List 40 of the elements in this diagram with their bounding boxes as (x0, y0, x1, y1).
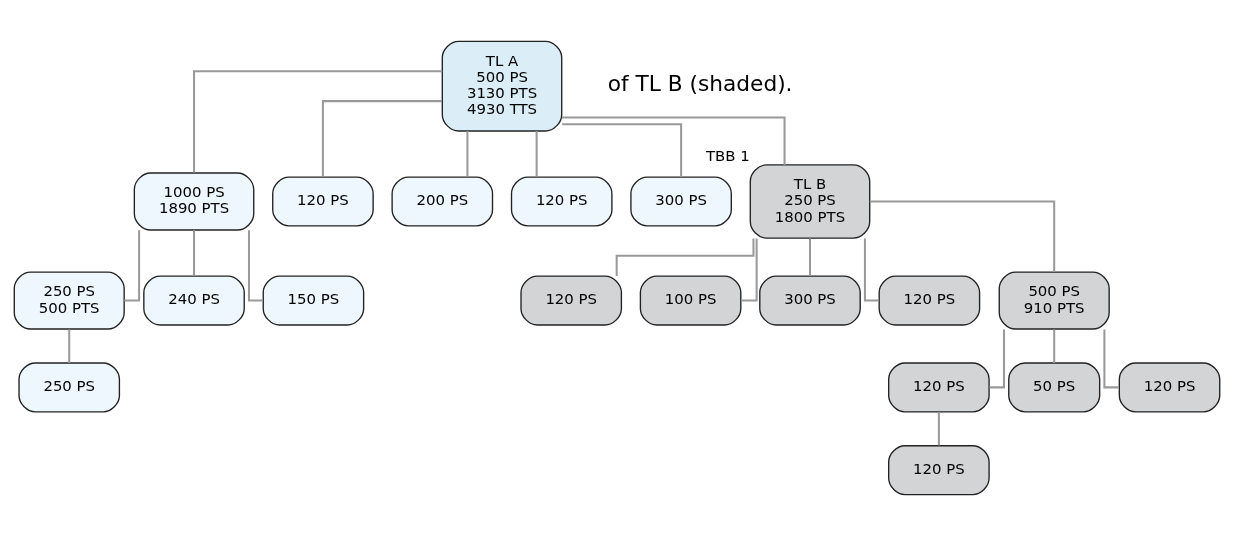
node-box: 200 PS (391, 176, 494, 227)
connector (1103, 329, 1119, 389)
connector (863, 238, 879, 302)
node-box: 240 PS (143, 275, 245, 326)
node-box: 300 PS (630, 176, 732, 227)
connector (615, 238, 755, 277)
node-box: 300 PS (759, 275, 861, 326)
node-box: 250 PS (18, 362, 121, 413)
connector (68, 329, 71, 363)
node-box: 120 PS (888, 445, 990, 496)
node-box: 50 PS (1008, 362, 1101, 413)
node-box: 120 PS (510, 176, 613, 227)
node-box: 100 PS (639, 275, 742, 326)
node-box: 120 PS (1118, 362, 1221, 413)
node-box: 120 PS (520, 275, 623, 326)
connector (1053, 329, 1056, 363)
connector (561, 116, 786, 165)
connector (808, 238, 811, 276)
connector (989, 329, 1006, 389)
connector (193, 230, 196, 276)
node-box: TL A 500 PS 3130 PTS 4930 TTS (441, 40, 563, 132)
node-box: TL B 250 PS 1800 PTS (749, 164, 871, 239)
connector (247, 230, 263, 302)
connector (321, 100, 442, 177)
node-box: 500 PS 910 PTS (998, 271, 1110, 330)
node-box: 1000 PS 1890 PTS (133, 172, 255, 231)
node-box: 250 PS 500 PTS (13, 271, 125, 330)
node-box: 120 PS (888, 362, 990, 413)
node-box: 120 PS (878, 275, 981, 326)
label: of TL B (shaded). (607, 71, 793, 97)
node-box: 120 PS (272, 176, 374, 227)
node-label: TBB 1 (706, 146, 750, 165)
connector (466, 131, 469, 177)
connector (937, 412, 940, 446)
connector (193, 70, 443, 173)
connector (535, 131, 538, 177)
connector (562, 123, 683, 178)
connector (869, 200, 1056, 272)
node-box: 150 PS (262, 275, 365, 326)
connector (124, 230, 141, 302)
